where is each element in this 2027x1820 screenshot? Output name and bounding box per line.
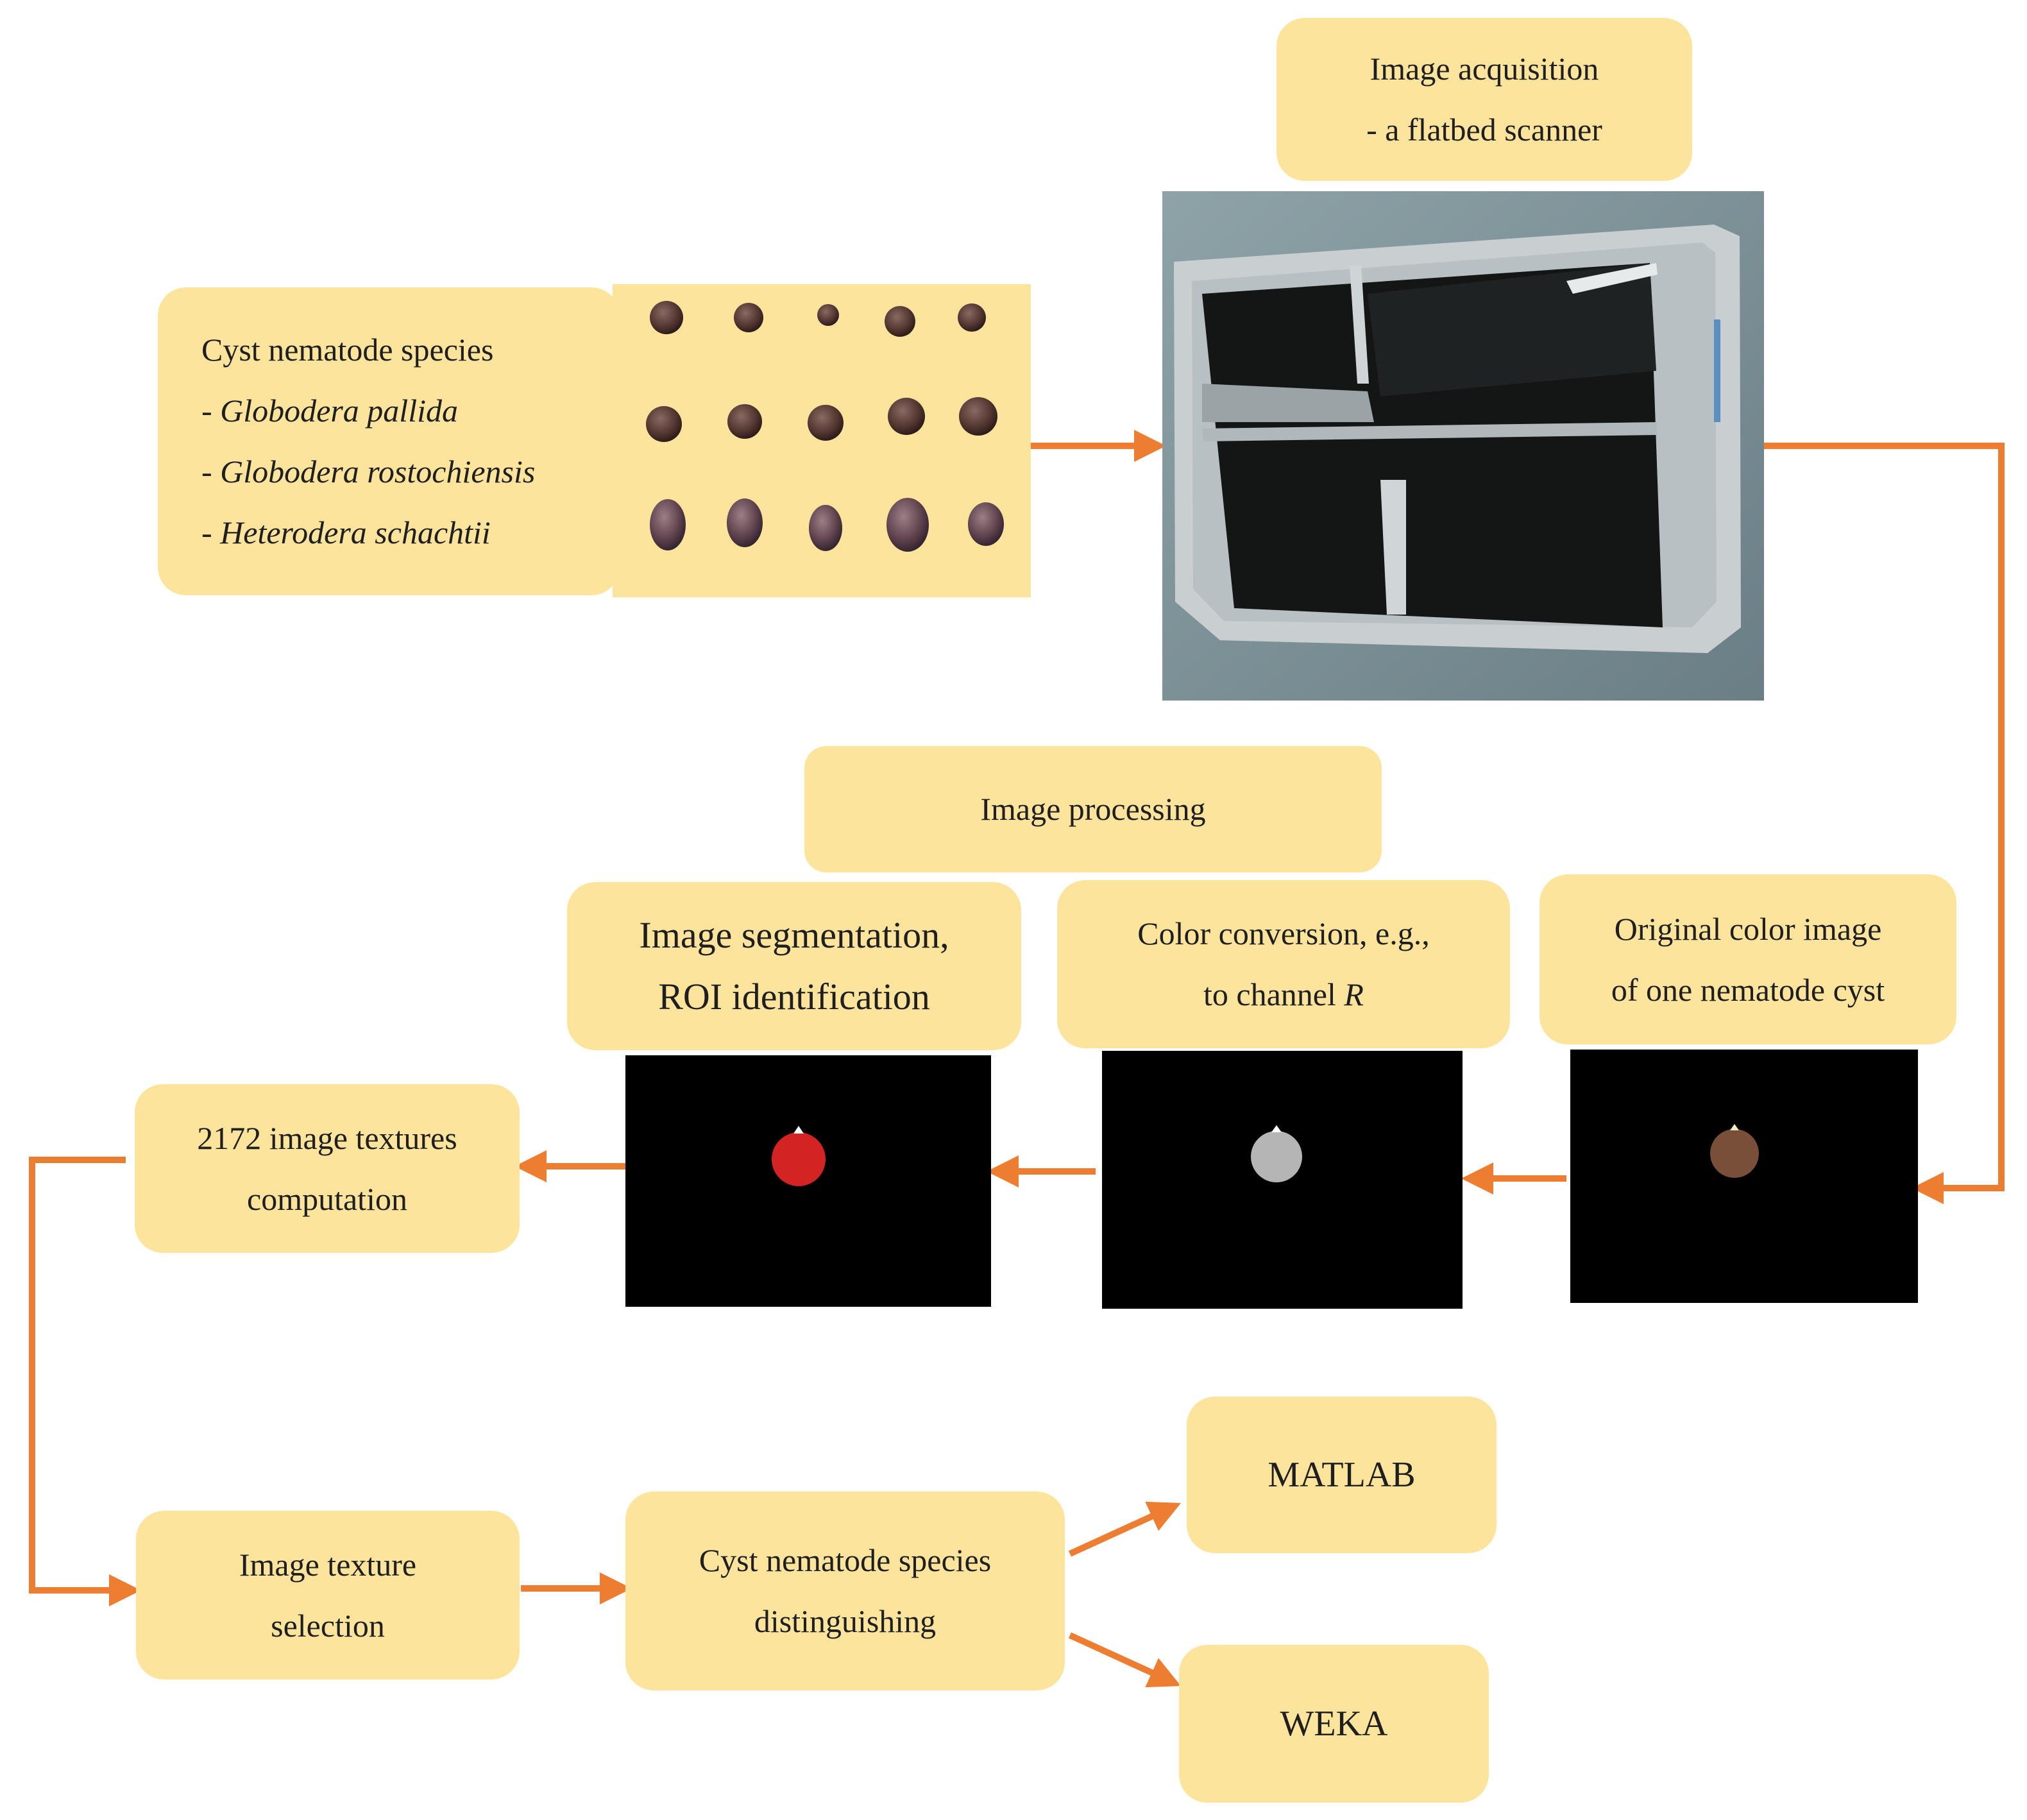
species-item: - Globodera pallida — [201, 393, 458, 429]
species-title: Cyst nematode species — [201, 332, 494, 368]
arrow-distinguishing-to-weka — [1068, 1632, 1182, 1688]
segmentation-line1: Image segmentation, — [639, 914, 949, 957]
arrow-distinguishing-to-matlab — [1068, 1501, 1182, 1557]
matlab-label: MATLAB — [1268, 1454, 1416, 1495]
weka-label: WEKA — [1280, 1703, 1388, 1744]
conversion-box: Color conversion, e.g., to channel R — [1057, 880, 1510, 1048]
cyst-samples-image — [646, 301, 1004, 552]
cyst-row-2 — [646, 397, 997, 442]
distinguishing-line2: distinguishing — [754, 1603, 937, 1639]
arrow-textures-to-selection — [29, 1157, 141, 1606]
original-line2: of one nematode cyst — [1611, 971, 1885, 1008]
species-box: Cyst nematode species - Globodera pallid… — [158, 287, 620, 595]
flatbed-scanner-image — [1162, 191, 1764, 701]
conversion-line2: to channel R — [1203, 964, 1364, 1025]
cyst-row-1 — [650, 301, 986, 337]
acquisition-line2: - a flatbed scanner — [1366, 112, 1602, 148]
processing-box: Image processing — [804, 746, 1382, 872]
selection-box: Image texture selection — [136, 1511, 520, 1680]
segmentation-box: Image segmentation, ROI identification — [567, 882, 1021, 1050]
conversion-channel: R — [1344, 976, 1364, 1012]
processing-label: Image processing — [980, 791, 1206, 827]
textures-line2: computation — [247, 1180, 407, 1217]
scanner-photo — [1162, 191, 1764, 701]
arrow-scanner-to-original — [1764, 443, 2005, 1204]
original-box: Original color image of one nematode cys… — [1539, 874, 1956, 1044]
original-cyst — [1710, 1129, 1759, 1178]
gray-cyst — [1251, 1131, 1302, 1182]
channel-r-cyst-image — [1102, 1051, 1463, 1309]
conversion-line2-prefix: to channel — [1203, 976, 1344, 1012]
original-cyst-image — [1570, 1050, 1918, 1303]
acquisition-box: Image acquisition - a flatbed scanner — [1276, 18, 1692, 181]
distinguishing-line1: Cyst nematode species — [699, 1542, 992, 1578]
selection-line2: selection — [271, 1607, 385, 1644]
segmented-cyst-image — [625, 1055, 991, 1307]
selection-line1: Image texture — [239, 1546, 417, 1583]
textures-line1: 2172 image textures — [197, 1119, 457, 1156]
matlab-box: MATLAB — [1187, 1397, 1497, 1553]
conversion-line1: Color conversion, e.g., — [1137, 915, 1430, 951]
original-line1: Original color image — [1614, 910, 1882, 947]
weka-box: WEKA — [1179, 1645, 1489, 1803]
textures-box: 2172 image textures computation — [135, 1084, 520, 1253]
acquisition-line1: Image acquisition — [1370, 51, 1599, 87]
cyst-row-3 — [650, 498, 1004, 552]
cyst-samples-panel — [613, 284, 1031, 597]
species-item: - Heterodera schachtii — [201, 515, 491, 550]
species-item: - Globodera rostochiensis — [201, 454, 536, 489]
segmentation-line2: ROI identification — [658, 976, 930, 1017]
distinguishing-box: Cyst nematode species distinguishing — [625, 1492, 1065, 1690]
segmented-cyst — [772, 1132, 826, 1186]
